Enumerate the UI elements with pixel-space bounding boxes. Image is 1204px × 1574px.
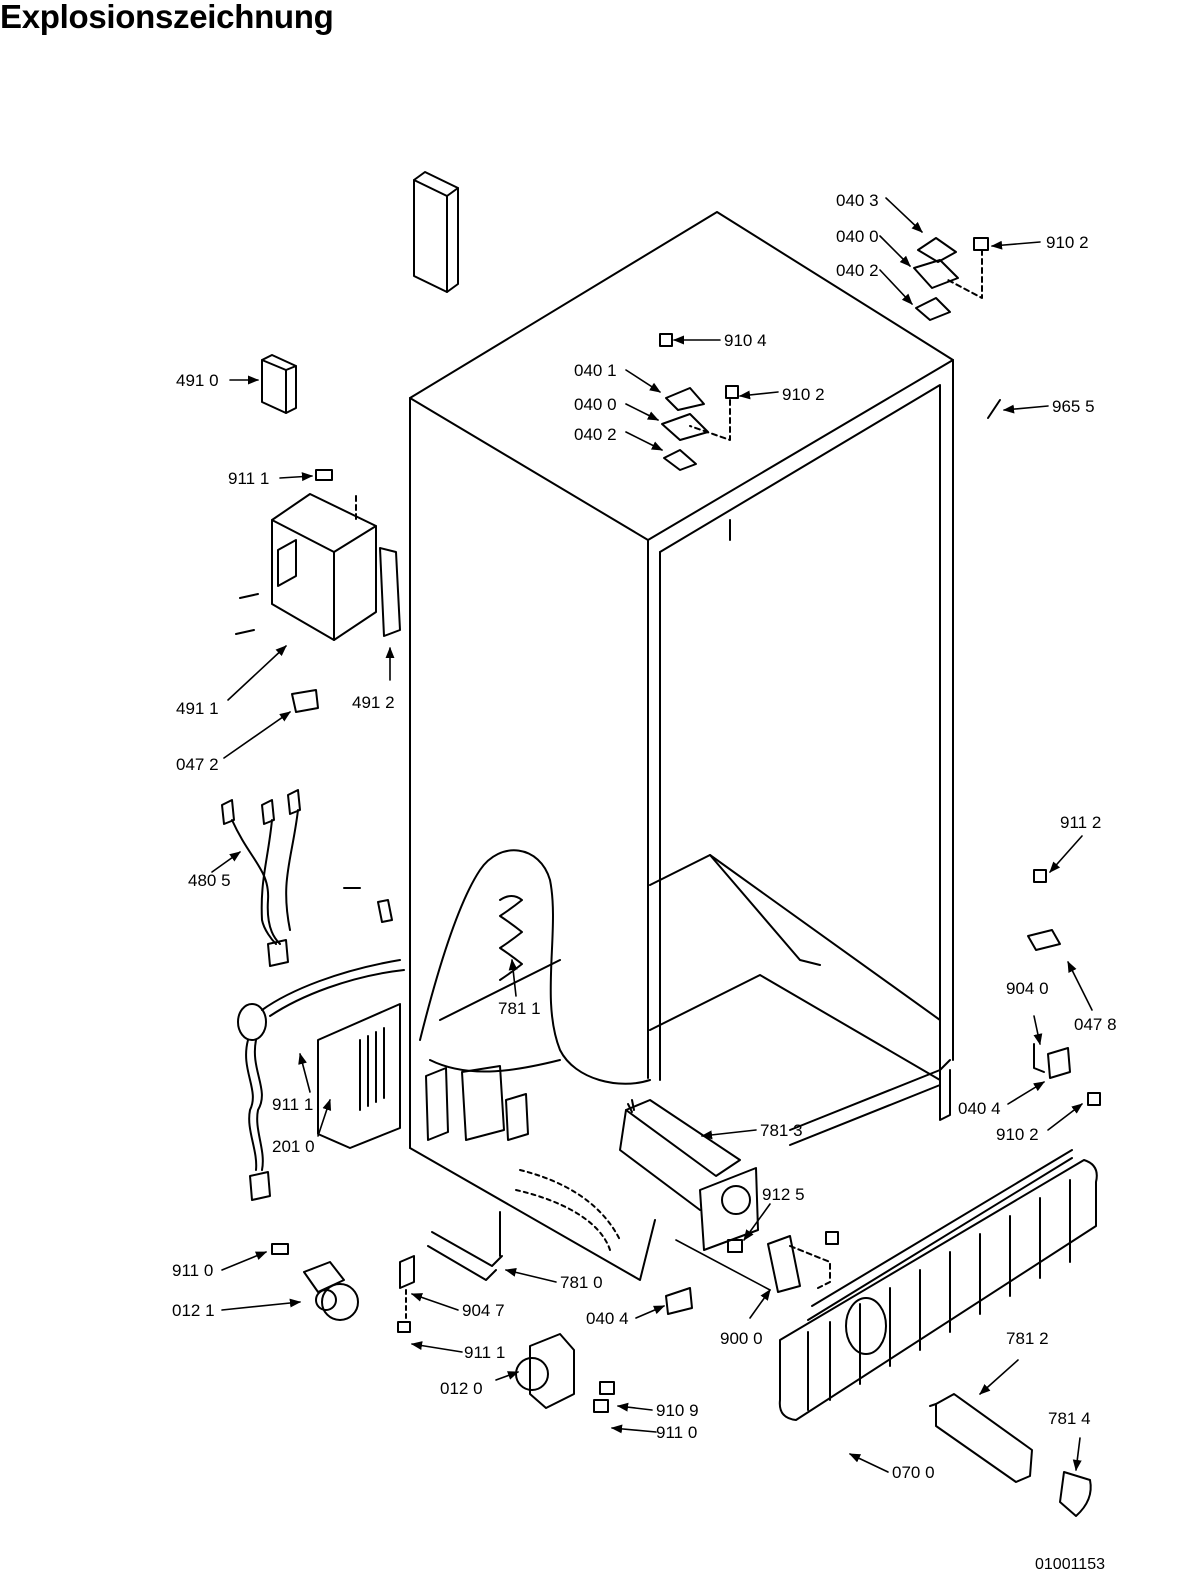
part-label: 040 4 xyxy=(958,1099,1001,1118)
wheels xyxy=(303,1261,575,1409)
part-label: 900 0 xyxy=(720,1329,763,1348)
part-label: 040 0 xyxy=(574,395,617,414)
part-label: 910 9 xyxy=(656,1401,699,1420)
part-label: 040 3 xyxy=(836,191,879,210)
part-label: 012 1 xyxy=(172,1301,215,1320)
part-label: 910 2 xyxy=(996,1125,1039,1144)
part-label: 040 0 xyxy=(836,227,879,246)
part-label: 781 2 xyxy=(1006,1329,1049,1348)
part-label: 491 0 xyxy=(176,371,219,390)
part-label: 904 7 xyxy=(462,1301,505,1320)
part-label: 911 0 xyxy=(656,1423,697,1442)
part-label: 911 1 xyxy=(228,469,269,488)
bracket-900-0 xyxy=(767,1235,831,1293)
valves xyxy=(425,1065,621,1251)
wiring-harness xyxy=(221,789,301,967)
part-label: 480 5 xyxy=(188,871,231,890)
part-label: 040 2 xyxy=(574,425,617,444)
part-label: 965 5 xyxy=(1052,397,1095,416)
part-label: 911 1 xyxy=(272,1095,313,1114)
part-491-0-shape xyxy=(261,354,297,414)
part-label: 911 2 xyxy=(1060,813,1101,832)
part-label: 047 2 xyxy=(176,755,219,774)
part-label: 040 1 xyxy=(574,361,617,380)
part-label: 781 3 xyxy=(760,1121,803,1140)
part-label: 491 2 xyxy=(352,693,395,712)
part-label: 040 2 xyxy=(836,261,879,280)
part-label: 781 4 xyxy=(1048,1409,1091,1428)
power-cord xyxy=(237,959,405,1201)
part-labels: 040 3 040 0 040 2 910 2 910 4 040 1 040 … xyxy=(172,191,1117,1482)
part-label: 910 4 xyxy=(724,331,767,350)
part-label: 904 0 xyxy=(1006,979,1049,998)
part-label: 201 0 xyxy=(272,1137,315,1156)
screws xyxy=(235,237,1101,1413)
kick-plate-grille xyxy=(778,1149,1098,1421)
part-label: 910 2 xyxy=(1046,233,1089,252)
drain-assembly xyxy=(619,1099,759,1251)
part-label: 070 0 xyxy=(892,1463,935,1482)
cabinet xyxy=(409,211,954,1281)
part-label: 012 0 xyxy=(440,1379,483,1398)
part-label: 047 8 xyxy=(1074,1015,1117,1034)
control-box xyxy=(271,493,401,641)
control-board xyxy=(317,1003,401,1149)
part-label: 491 1 xyxy=(176,699,219,718)
part-label: 910 2 xyxy=(782,385,825,404)
page-title: Explosionszeichnung xyxy=(0,0,334,35)
small-parts xyxy=(291,399,1071,1315)
part-label: 781 0 xyxy=(560,1273,603,1292)
document-number: 01001153 xyxy=(1035,1556,1105,1573)
part-label: 040 4 xyxy=(586,1309,629,1328)
spring xyxy=(499,895,523,981)
part-label: 911 1 xyxy=(464,1343,505,1362)
water-filter xyxy=(929,1393,1092,1517)
part-label: 912 5 xyxy=(762,1185,805,1204)
leader-lines xyxy=(211,197,1093,1473)
hinges xyxy=(661,237,983,471)
door-panel xyxy=(413,171,459,293)
part-label: 911 0 xyxy=(172,1261,213,1280)
part-label: 781 1 xyxy=(498,999,541,1018)
pipe xyxy=(399,1211,503,1319)
